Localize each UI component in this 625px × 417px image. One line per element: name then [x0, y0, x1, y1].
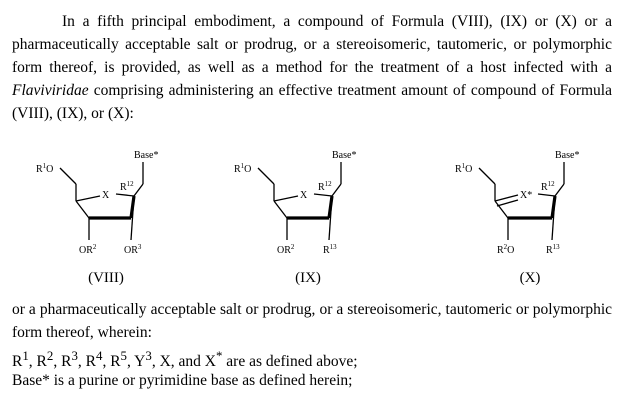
ix-base-label: Base*	[332, 150, 356, 161]
x-r13-label: R13	[546, 243, 560, 256]
x-base-label: Base*	[555, 150, 579, 161]
viii-r12-label: R12	[120, 180, 134, 193]
structure-x-labels: R1O Base* X* R12 R2O R13 (X)	[455, 150, 579, 286]
ix-formula-label: (IX)	[295, 270, 321, 286]
ix-r13-label: R13	[323, 243, 337, 256]
structure-x	[478, 162, 565, 241]
structure-viii-labels: R1O Base* X R12 OR2 OR3 (VIII)	[36, 150, 158, 286]
viii-base-label: Base*	[134, 150, 158, 161]
viii-or3-label: OR3	[124, 243, 142, 256]
chemical-structures: R1O Base* X R12 OR2 OR3 (VIII) R1O Base*…	[36, 150, 579, 286]
intro-paragraph: In a fifth principal embodiment, a compo…	[12, 10, 612, 125]
x-r2o-label: R2O	[497, 243, 514, 256]
x-r1o-label: R1O	[455, 162, 472, 175]
ix-x-label: X	[300, 190, 308, 201]
x-formula-label: (X)	[520, 270, 541, 286]
x-xstar-label: X*	[520, 190, 532, 201]
base-definition-line: Base* is a purine or pyrimidine base as …	[12, 372, 353, 389]
ix-or2-label: OR2	[277, 243, 295, 256]
flaviviridae-term: Flaviviridae	[12, 82, 89, 99]
viii-x-label: X	[102, 190, 110, 201]
x-r12-label: R12	[541, 180, 555, 193]
structure-ix	[257, 162, 342, 241]
substituent-definitions-line: R1, R2, R3, R4, R5, Y3, X, and X* are as…	[12, 348, 358, 371]
intro-text-start: In a fifth principal embodiment, a compo…	[12, 13, 612, 76]
viii-formula-label: (VIII)	[88, 270, 124, 286]
structure-ix-labels: R1O Base* X R12 OR2 R13 (IX)	[234, 150, 356, 286]
structure-viii	[59, 162, 144, 241]
viii-or2-label: OR2	[79, 243, 97, 256]
intro-text-end: comprising administering an effective tr…	[12, 82, 612, 122]
viii-r1o-label: R1O	[36, 162, 53, 175]
ix-r12-label: R12	[318, 180, 332, 193]
salt-prodrug-paragraph: or a pharmaceutically acceptable salt or…	[12, 301, 612, 341]
ix-r1o-label: R1O	[234, 162, 251, 175]
